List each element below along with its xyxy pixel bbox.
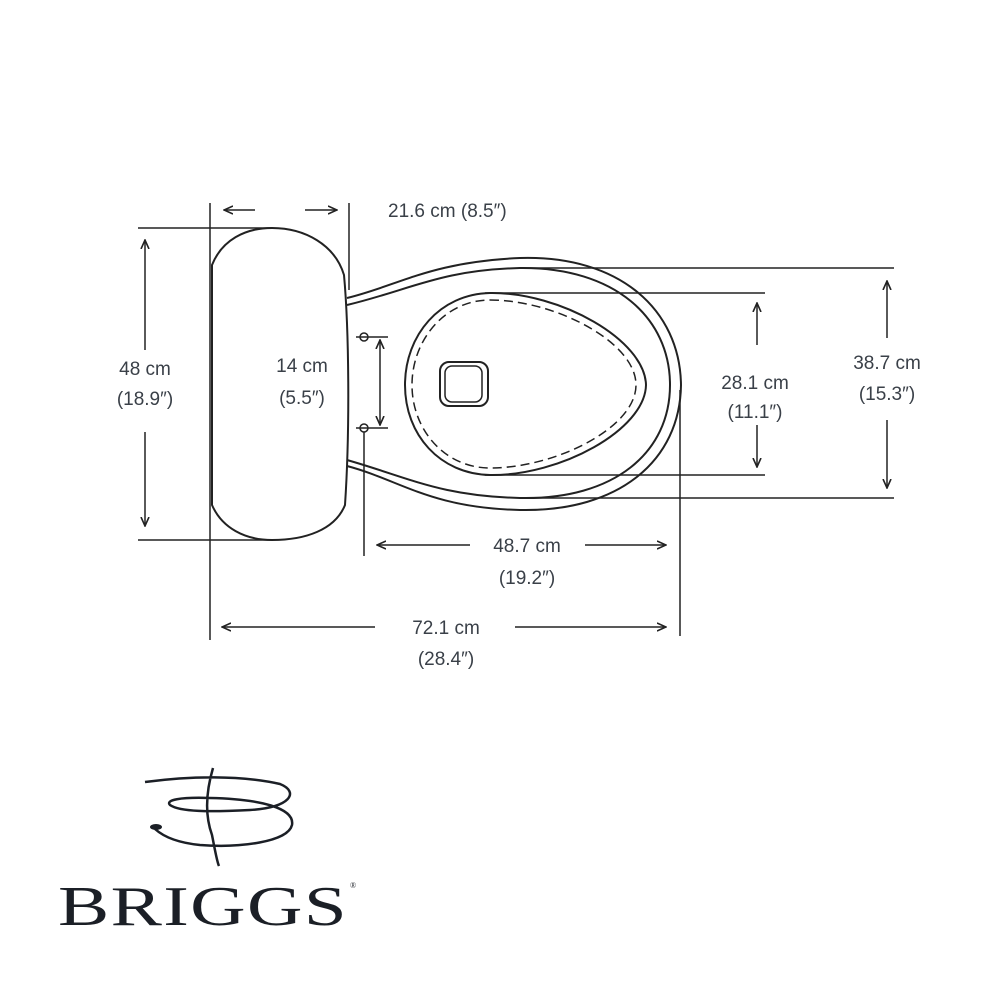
bowl-width-in-label: (15.3″)	[859, 384, 915, 405]
opening-width-cm-label: 28.1 cm	[721, 373, 789, 394]
tank-width-in-label: (18.9″)	[117, 389, 173, 410]
drain-outline	[439, 361, 489, 407]
tank-outline	[211, 226, 350, 542]
briggs-wordmark: BRIGGS	[58, 876, 348, 938]
tank-depth-label: 21.6 cm (8.5″)	[388, 201, 507, 222]
briggs-logo: BRIGGS ®	[58, 767, 356, 938]
bowl-outer-rim	[346, 256, 683, 512]
bowl-length-cm-label: 48.7 cm	[493, 536, 561, 557]
bowl-opening	[403, 291, 648, 477]
bolt-spacing-in-label: (5.5″)	[279, 388, 325, 409]
bowl-inner-rim	[346, 266, 672, 500]
bolt-spacing-cm-label: 14 cm	[276, 356, 328, 377]
opening-width-in-label: (11.1″)	[728, 402, 783, 423]
script-b-monogram	[144, 767, 294, 867]
registered-mark: ®	[350, 881, 356, 890]
tank-width-cm-label: 48 cm	[119, 359, 171, 380]
overall-length-in-label: (28.4″)	[418, 649, 474, 670]
bowl-width-cm-label: 38.7 cm	[853, 353, 921, 374]
overall-length-cm-label: 72.1 cm	[412, 618, 480, 639]
extension-lines	[138, 203, 894, 640]
bowl-length-in-label: (19.2″)	[499, 568, 555, 589]
